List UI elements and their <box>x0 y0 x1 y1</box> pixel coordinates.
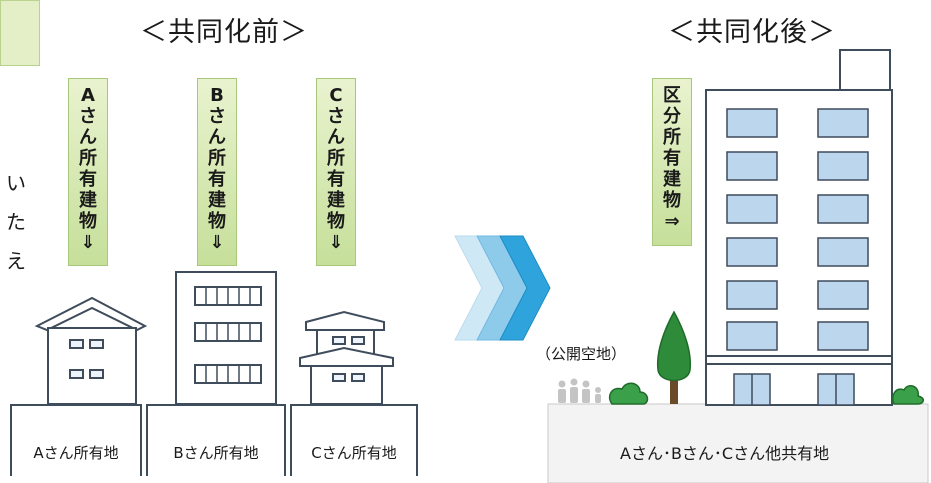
shared-land-label: Aさん･Bさん･Cさん他共有地 <box>620 444 830 463</box>
tree-icon <box>656 310 692 404</box>
shared-land-block <box>547 403 929 483</box>
corner-label-fragment <box>0 0 40 66</box>
owner-label-b: Bさん所有建物⇓ <box>197 78 237 266</box>
people-icons <box>558 378 601 403</box>
unit-ownership-label-text: 区分所有建物⇒ <box>663 85 681 232</box>
lot-a-label: Aさん所有地 <box>33 444 119 462</box>
lot-a: Aさん所有地 <box>10 404 142 476</box>
transition-arrows <box>454 235 551 341</box>
owner-label-c-text: Cさん所有建物⇓ <box>327 85 345 253</box>
house-c <box>299 310 394 405</box>
left-edge-char-1: い <box>6 171 26 195</box>
owner-label-a: Aさん所有建物⇓ <box>68 78 108 266</box>
shrub-icons <box>608 382 924 405</box>
owner-label-b-text: Bさん所有建物⇓ <box>208 85 226 253</box>
building-b <box>175 271 277 405</box>
apartment-windows <box>726 108 869 351</box>
owner-label-a-text: Aさん所有建物⇓ <box>79 85 97 253</box>
lot-c-label: Cさん所有地 <box>311 444 397 462</box>
heading-after: ＜共同化後＞ <box>668 17 836 48</box>
lot-b-label: Bさん所有地 <box>173 444 259 462</box>
unit-ownership-label: 区分所有建物⇒ <box>652 78 692 246</box>
open-space-label: （公開空地） <box>536 345 627 363</box>
left-edge-char-3: え <box>6 249 26 273</box>
lot-b: Bさん所有地 <box>146 404 286 476</box>
heading-before: ＜共同化前＞ <box>140 17 308 48</box>
apartment-building <box>705 49 893 406</box>
house-a <box>34 296 148 405</box>
left-edge-char-2: た <box>6 210 26 234</box>
apartment-entrances <box>733 373 855 406</box>
owner-label-c: Cさん所有建物⇓ <box>316 78 356 266</box>
lot-c: Cさん所有地 <box>290 404 418 476</box>
